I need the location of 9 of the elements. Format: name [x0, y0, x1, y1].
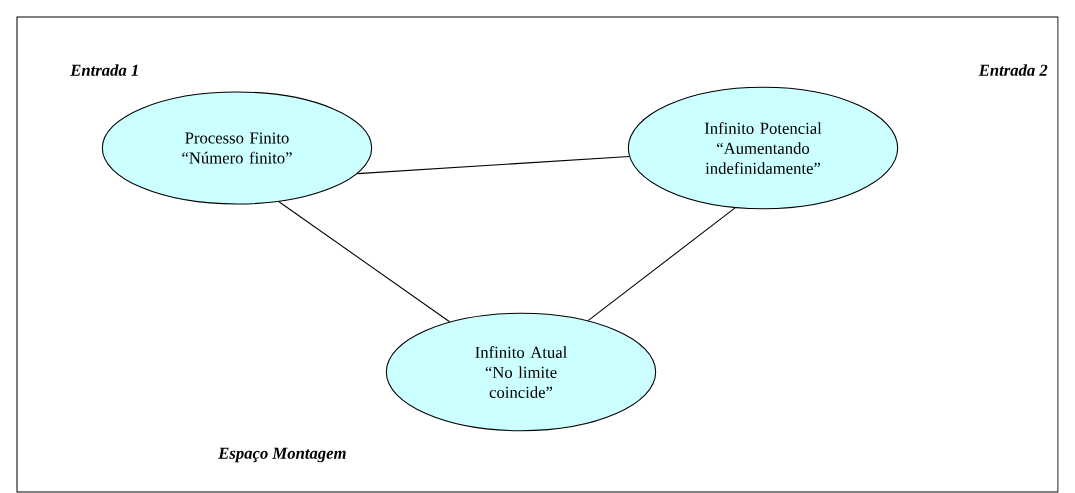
- connector-line: [278, 201, 451, 323]
- connector-line: [357, 155, 630, 175]
- section-label: Espaço Montagem: [218, 447, 346, 463]
- ellipse-node: Infinito Potencial “Aumentando indefinidamente”: [627, 86, 899, 210]
- connector-line: [587, 207, 736, 322]
- ellipse-node: Processo Finito “Número finito”: [101, 91, 373, 205]
- section-label: Entrada 1: [70, 64, 138, 76]
- ellipse-node: Infinito Atual “No limite coincide”: [385, 312, 657, 432]
- section-label: Entrada 2: [978, 64, 1048, 76]
